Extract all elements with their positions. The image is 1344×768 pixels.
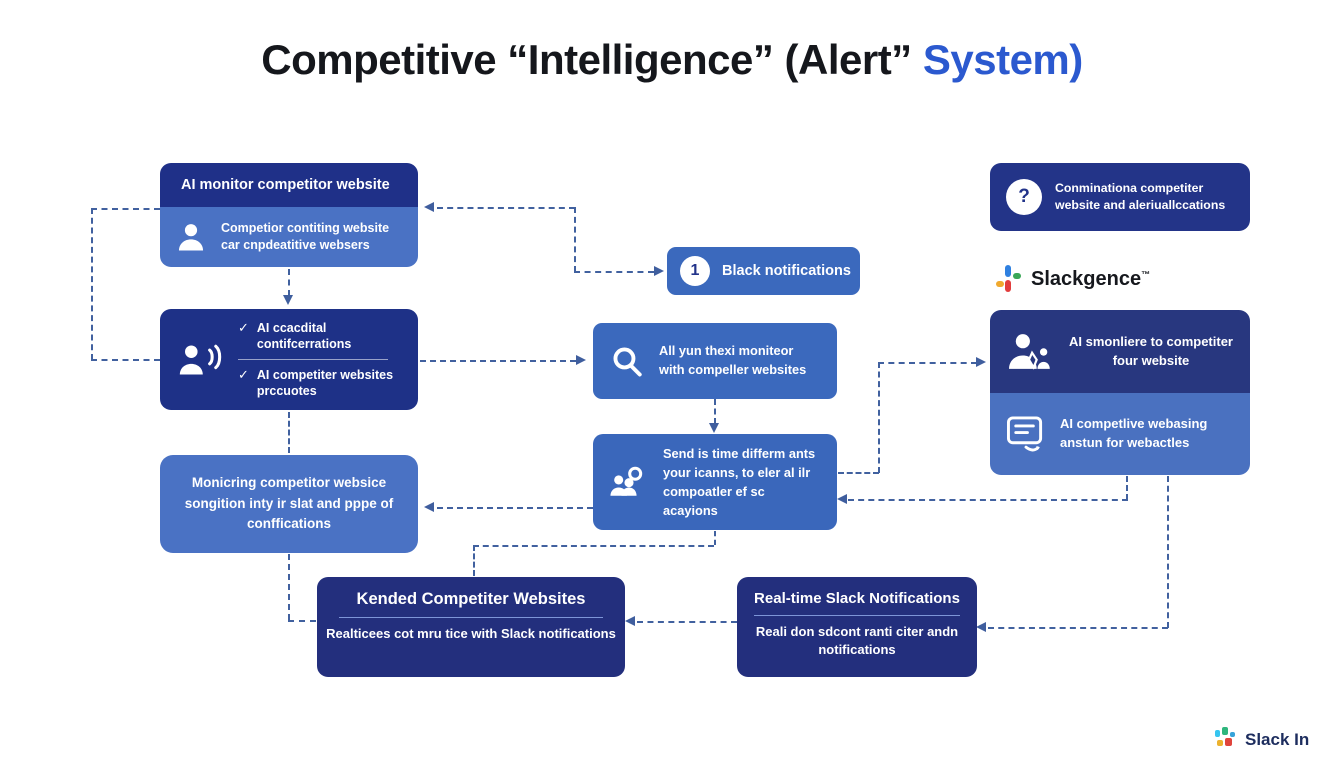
connector-search-to-send [714,399,716,424]
black-notifications-label: Black notifications [722,263,851,279]
slack-in-label: Slack In [1245,730,1310,749]
slackgence-icon-yellow [996,281,1004,287]
question-badge: ? [1006,179,1042,215]
connector-send-down [714,531,716,545]
document-list-icon [1006,416,1043,452]
check-icon: ✓ [238,367,249,382]
page-title: Competitive “Intelligence” (Alert” Syste… [0,36,1344,84]
connector-b-to-search [420,360,576,362]
connector-to-realtime [988,627,1168,629]
checklist-item: ✓ AI ccacdital contifcerrations [238,320,406,353]
connector-c-down [288,554,290,620]
connector-rightbox-to-send [848,499,1128,501]
slackgence-icon-blue [1005,265,1011,277]
connector-rightbox-down2 [1167,476,1169,628]
slackgence-icon-green [1013,273,1021,279]
box-kended: Kended Competiter Websites Realticees co… [317,577,625,677]
number-badge: 1 [680,256,710,286]
slack-in-logo: Slack In [1213,727,1309,753]
box-monitoring-text: Monicring competitor websice songition i… [184,474,394,532]
box-right-stacked: AI smonliere to competiter four website … [990,310,1250,475]
slackin-icon-red [1225,738,1232,746]
arrow-into-kended [625,616,635,626]
slackgence-logo: Slackgence™ [995,265,1150,293]
connector-to-notify [574,271,654,273]
slackgence-icon [995,265,1021,293]
connector-into-kended-top [473,545,475,576]
box-send-text: Send is time differm ants your icanns, t… [663,445,816,519]
people-group-icon [610,466,643,496]
box-monitoring: Monicring competitor websice songition i… [160,455,418,553]
connector-b-to-c [288,412,290,453]
box-realtime: Real-time Slack Notifications Reali don … [737,577,977,677]
magnifier-icon [613,347,642,377]
box-question-text: Conminationa competiter website and aler… [1055,180,1226,212]
box-send: Send is time differm ants your icanns, t… [593,434,837,530]
arrow-into-monitor [424,202,434,212]
connector-send-right [838,472,879,474]
arrow-into-send [709,423,719,433]
connector-realtime-to-kended [637,621,737,623]
person-voice-icon [179,344,222,375]
connector-send-to-c [437,507,593,509]
box-kended-title: Kended Competiter Websites [356,590,586,608]
checklist-item-label: AI competiter websites prccuotes [256,368,394,399]
box-realtime-text: Reali don sdcont ranti citer andn notifi… [755,624,959,658]
connector-to-monitor [437,207,575,209]
box-right-top-text: AI smonliere to competiter four website [1069,333,1233,368]
box-monitor-header: AI monitor competitor website [160,163,418,207]
box-kended-text: Realticees cot mru tice with Slack notif… [326,626,616,641]
box-kended-divider [338,617,604,618]
slackgence-label: Slackgence™ [1031,268,1150,291]
person-icon [178,224,204,251]
box-monitor: AI monitor competitor website Competior … [160,163,418,267]
arrow-into-rightbox [976,357,986,367]
connector-to-rightbox [878,362,977,364]
arrow-into-realtime [976,622,986,632]
checklist-item: ✓ AI competiter websites prccuotes [238,367,406,400]
connector-left-top [91,208,160,210]
person-tie-icon [1009,333,1050,370]
box-right-bottom-text: AI competlive webasing anstun for webact… [1060,416,1208,450]
slack-in-icon [1213,727,1237,753]
connector-send-elbow [473,545,714,547]
box-question: ? Conminationa competiter website and al… [990,163,1250,231]
arrow-into-notify [654,266,664,276]
slackin-icon-green [1222,727,1228,735]
connector-a-to-b [288,269,290,296]
checklist-items: ✓ AI ccacdital contifcerrations ✓ AI com… [238,320,406,400]
arrow-into-search [576,355,586,365]
arrow-into-monitoring [424,502,434,512]
connector-left-bottom [91,359,160,361]
box-right-bottom: AI competlive webasing anstun for webact… [990,393,1250,475]
check-icon: ✓ [238,319,249,335]
box-monitor-body: Competior contiting website car cnpdeati… [160,207,418,267]
connector-rightbox-down1 [1126,476,1128,500]
title-accent: System) [922,36,1083,83]
slackgence-icon-red [1005,280,1011,292]
arrow-a-to-b [283,295,293,305]
slackgence-tm: ™ [1141,268,1151,279]
box-checklist: ✓ AI ccacdital contifcerrations ✓ AI com… [160,309,418,410]
slackgence-text: Slackgence [1031,267,1142,290]
connector-up-right [878,362,880,473]
slackin-icon-blue [1230,732,1235,737]
connector-c-to-kended [288,620,316,622]
box-realtime-divider [753,615,961,616]
box-search: All yun thexi moniteor with compeller we… [593,323,837,399]
box-right-top: AI smonliere to competiter four website [990,310,1250,393]
box-monitor-text: Competior contiting website car cnpdeati… [221,221,390,252]
checklist-item-label: AI ccacdital contifcerrations [256,320,352,351]
title-black: Competitive “Intelligence” (Alert” [261,36,912,83]
arrow-into-send-right [837,494,847,504]
box-realtime-title: Real-time Slack Notifications [754,590,960,607]
checklist-divider [238,359,388,360]
connector-left-vert [91,208,93,360]
slackin-icon-yellow [1217,740,1223,746]
box-search-text: All yun thexi moniteor with compeller we… [659,343,807,377]
slackin-icon-teal [1215,730,1220,737]
connector-down-to-notify [574,207,576,272]
box-black-notifications: 1 Black notifications [667,247,860,295]
